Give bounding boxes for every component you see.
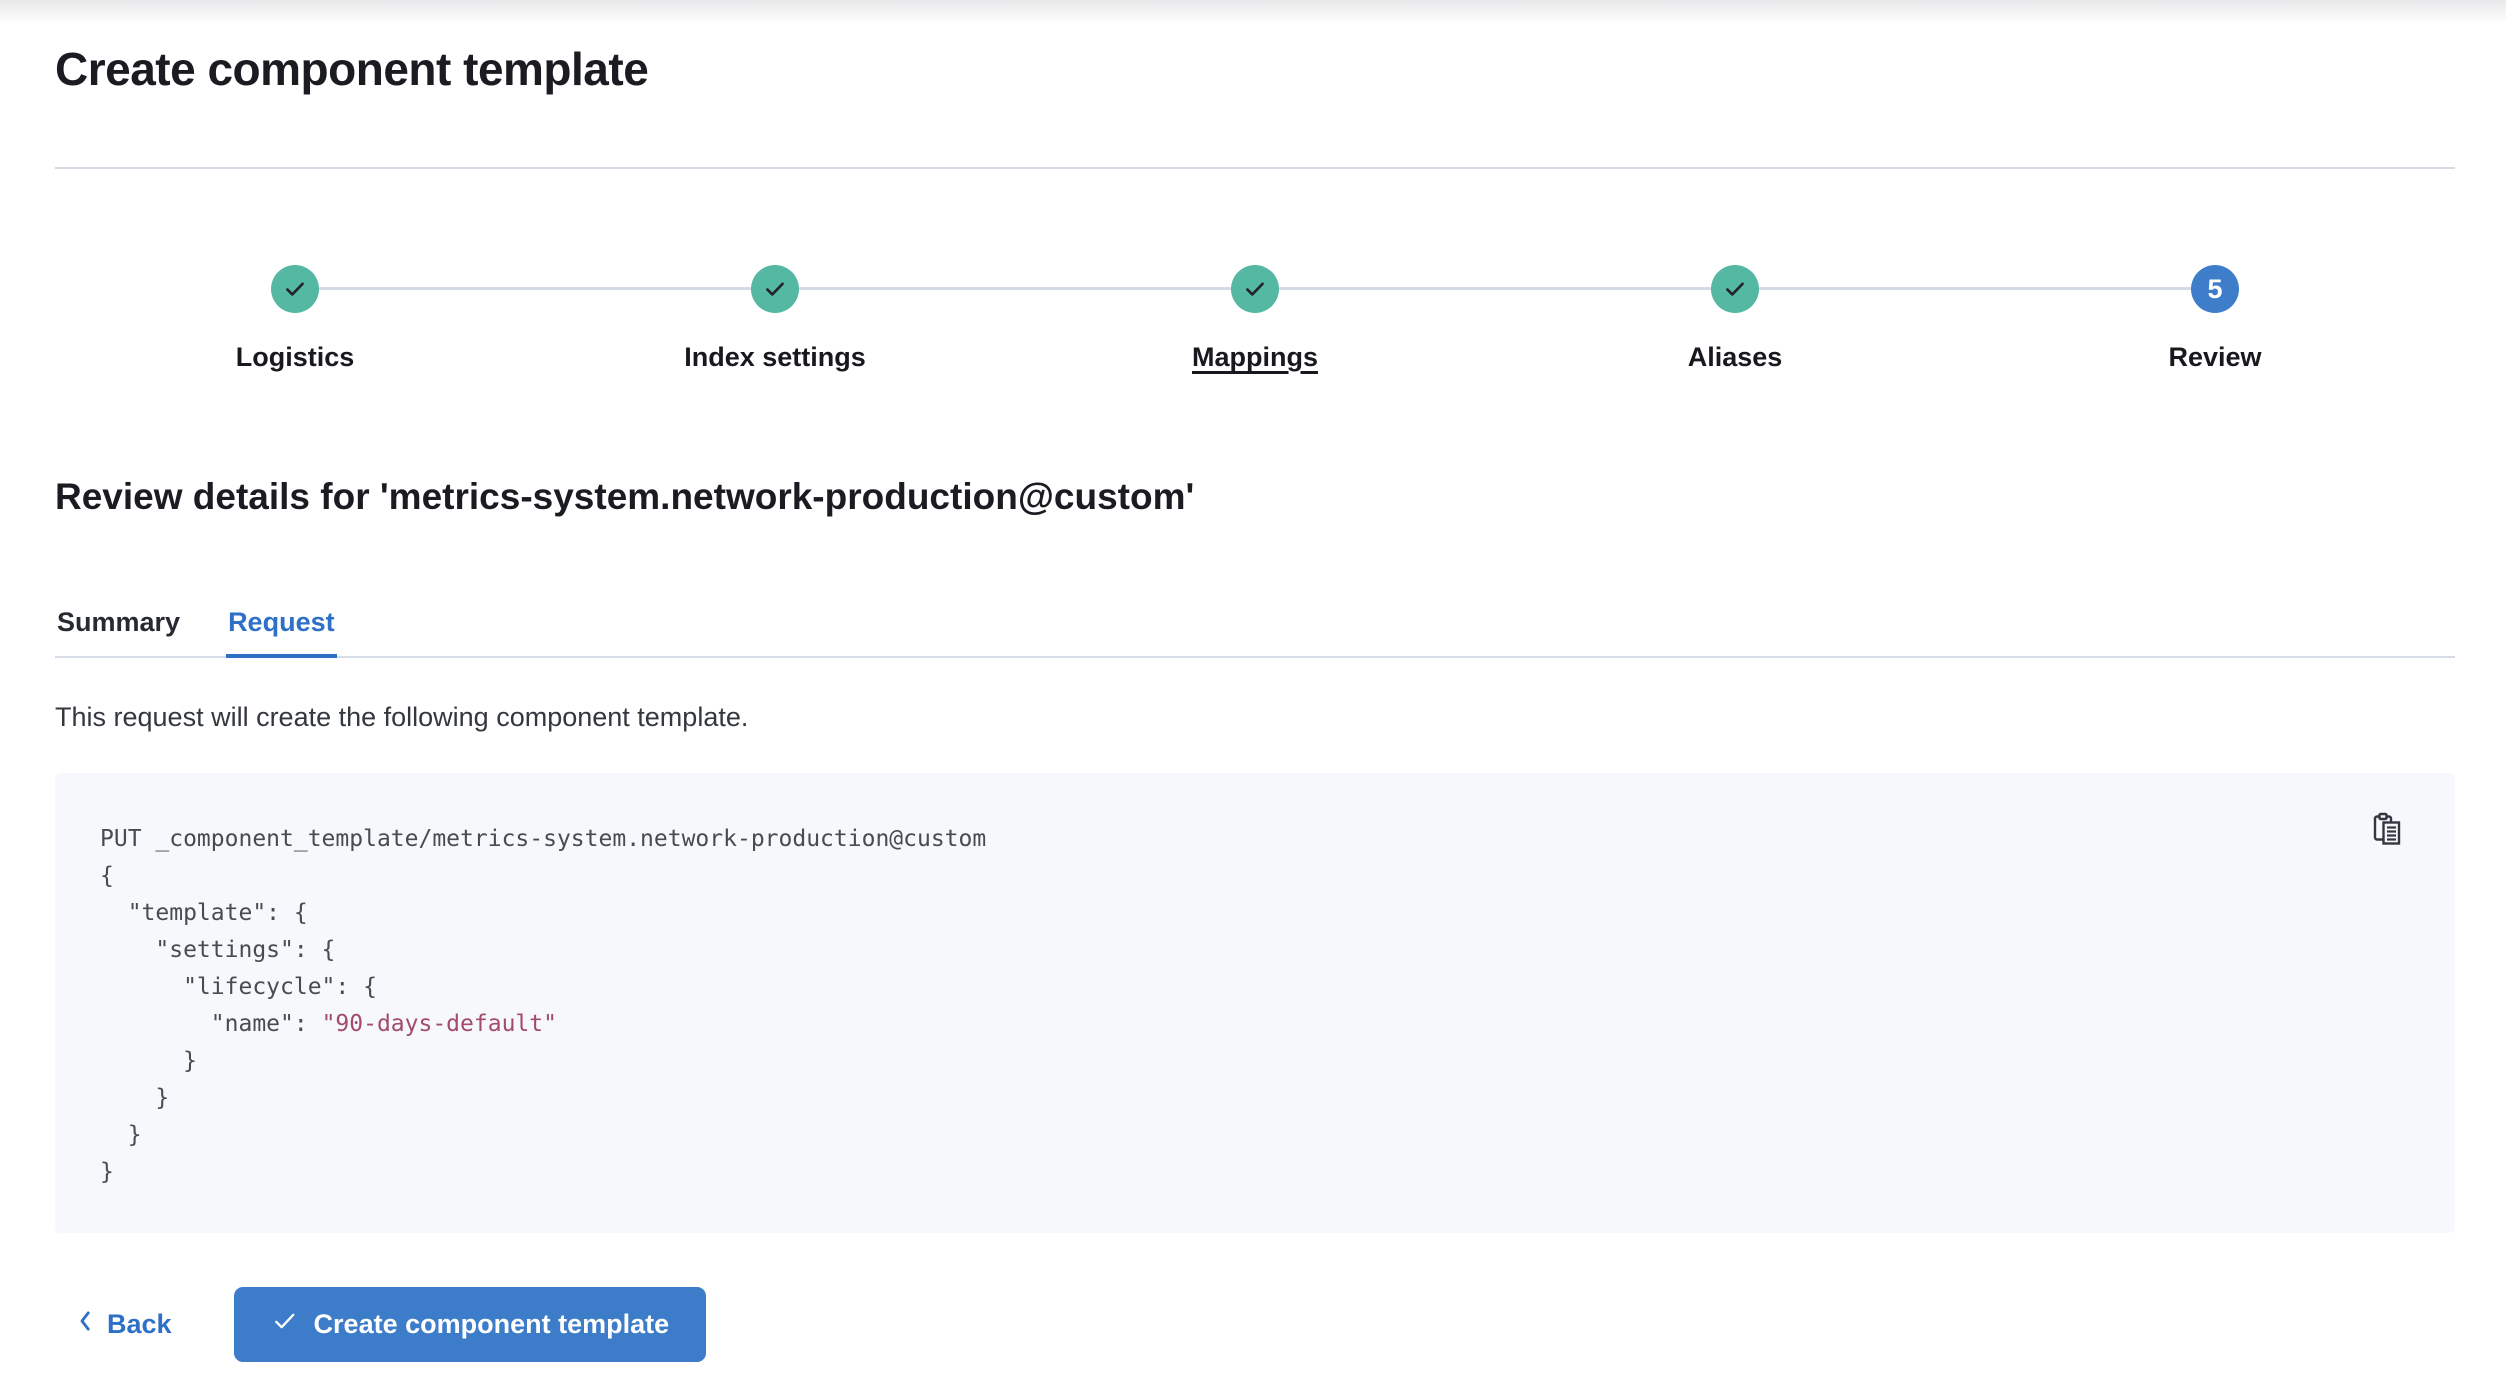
step-number: 5 — [2207, 273, 2223, 304]
check-icon — [271, 1307, 299, 1342]
copy-button[interactable] — [2367, 807, 2409, 854]
step-label-review: Review — [2168, 342, 2262, 373]
create-button-label: Create component template — [313, 1309, 670, 1340]
code-line: "settings": { — [100, 937, 336, 964]
code-line: } — [100, 1159, 114, 1186]
back-button[interactable]: Back — [75, 1308, 172, 1341]
code-line: "template": { — [100, 900, 308, 927]
step-label-index-settings: Index settings — [684, 342, 866, 373]
code-line: PUT _component_template/metrics-system.n… — [100, 826, 987, 853]
step-complete-check-icon — [751, 265, 799, 314]
step-mappings[interactable]: Mappings — [1015, 265, 1495, 375]
chevron-left-icon — [75, 1308, 95, 1341]
code-line: "name": "90-days-default" — [100, 1011, 557, 1038]
step-logistics[interactable]: Logistics — [55, 265, 535, 375]
step-label-logistics: Logistics — [235, 342, 355, 373]
review-heading: Review details for 'metrics-system.netwo… — [55, 475, 1195, 517]
request-code-block: PUT _component_template/metrics-system.n… — [55, 773, 2455, 1234]
step-complete-check-icon — [1711, 265, 1759, 314]
request-description: This request will create the following c… — [55, 702, 749, 733]
copy-clipboard-icon — [2371, 813, 2405, 850]
code-line: { — [100, 863, 114, 890]
code-line: } — [100, 1085, 170, 1112]
code-line: } — [100, 1048, 197, 1075]
title-divider — [55, 167, 2455, 170]
wizard-footer: Back Create component template — [55, 1287, 2455, 1363]
wizard-stepper: Logistics Index settings Mappings Aliase… — [55, 265, 2455, 375]
step-current-circle: 5 — [2191, 265, 2239, 314]
review-tabs: Summary Request — [55, 607, 2455, 659]
step-label-aliases: Aliases — [1687, 342, 1783, 373]
step-review[interactable]: 5 Review — [1975, 265, 2455, 375]
tab-summary[interactable]: Summary — [55, 607, 182, 658]
step-index-settings[interactable]: Index settings — [535, 265, 1015, 375]
code-line: "lifecycle": { — [100, 974, 377, 1001]
create-component-template-button[interactable]: Create component template — [233, 1287, 707, 1363]
page-title: Create component template — [55, 43, 649, 95]
back-button-label: Back — [107, 1309, 172, 1340]
step-complete-check-icon — [271, 265, 319, 314]
step-aliases[interactable]: Aliases — [1495, 265, 1975, 375]
step-label-mappings: Mappings — [1192, 342, 1318, 373]
tab-request[interactable]: Request — [226, 607, 337, 659]
code-line: } — [100, 1122, 142, 1149]
step-complete-check-icon — [1231, 265, 1279, 314]
